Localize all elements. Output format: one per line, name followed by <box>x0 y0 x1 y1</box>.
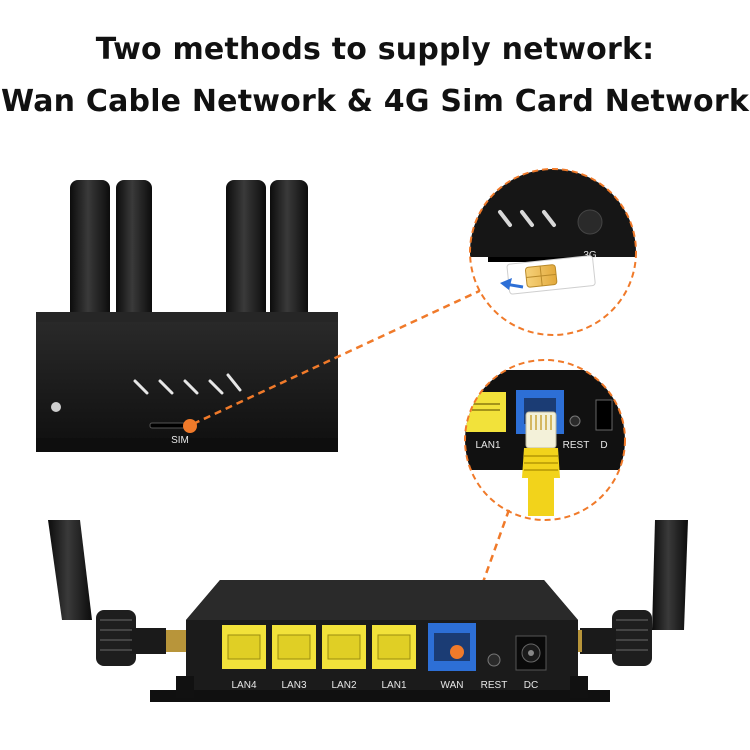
sim-highlight-dot <box>183 419 197 433</box>
sim-callout: 3G <box>469 168 637 336</box>
rest-label: REST <box>481 680 508 691</box>
headline-line-1: Two methods to supply network: <box>95 32 655 67</box>
callout-rest-label: REST <box>563 440 590 451</box>
antenna-left-swivel <box>96 610 186 666</box>
router-body <box>36 318 338 440</box>
ethernet-cable <box>522 411 560 516</box>
wan-port-callout: LAN1 REST D <box>464 359 626 521</box>
screw <box>51 402 61 412</box>
wan-port <box>428 623 476 671</box>
lan3-label: LAN3 <box>281 680 306 691</box>
callout-lan1-label: LAN1 <box>475 440 500 451</box>
lan-port-3 <box>272 625 316 669</box>
antenna-left-rear <box>48 520 92 620</box>
top-router: SIM <box>36 180 338 452</box>
antenna-right-rear <box>652 520 688 630</box>
headline-line-2: Wan Cable Network & 4G Sim Card Network <box>1 84 749 119</box>
sim-label: SIM <box>171 435 189 446</box>
sim-card <box>506 255 596 295</box>
callout-d-label: D <box>600 440 607 451</box>
vent-slots <box>133 373 242 395</box>
lan-port-1 <box>372 625 416 669</box>
dc-power-jack <box>515 635 547 671</box>
lan-port-4 <box>222 625 266 669</box>
bottom-router: LAN4 LAN3 LAN2 LAN1 WAN REST DC <box>48 520 688 702</box>
lan1-label: LAN1 <box>381 680 406 691</box>
reset-button <box>487 653 501 667</box>
wan-highlight-dot <box>450 645 464 659</box>
dc-label: DC <box>524 680 538 691</box>
lan-port-2 <box>322 625 366 669</box>
sim-connector-line <box>192 285 489 426</box>
lan2-label: LAN2 <box>331 680 356 691</box>
lan4-label: LAN4 <box>231 680 256 691</box>
wan-label: WAN <box>441 680 464 691</box>
insert-arrow-icon <box>500 278 524 290</box>
